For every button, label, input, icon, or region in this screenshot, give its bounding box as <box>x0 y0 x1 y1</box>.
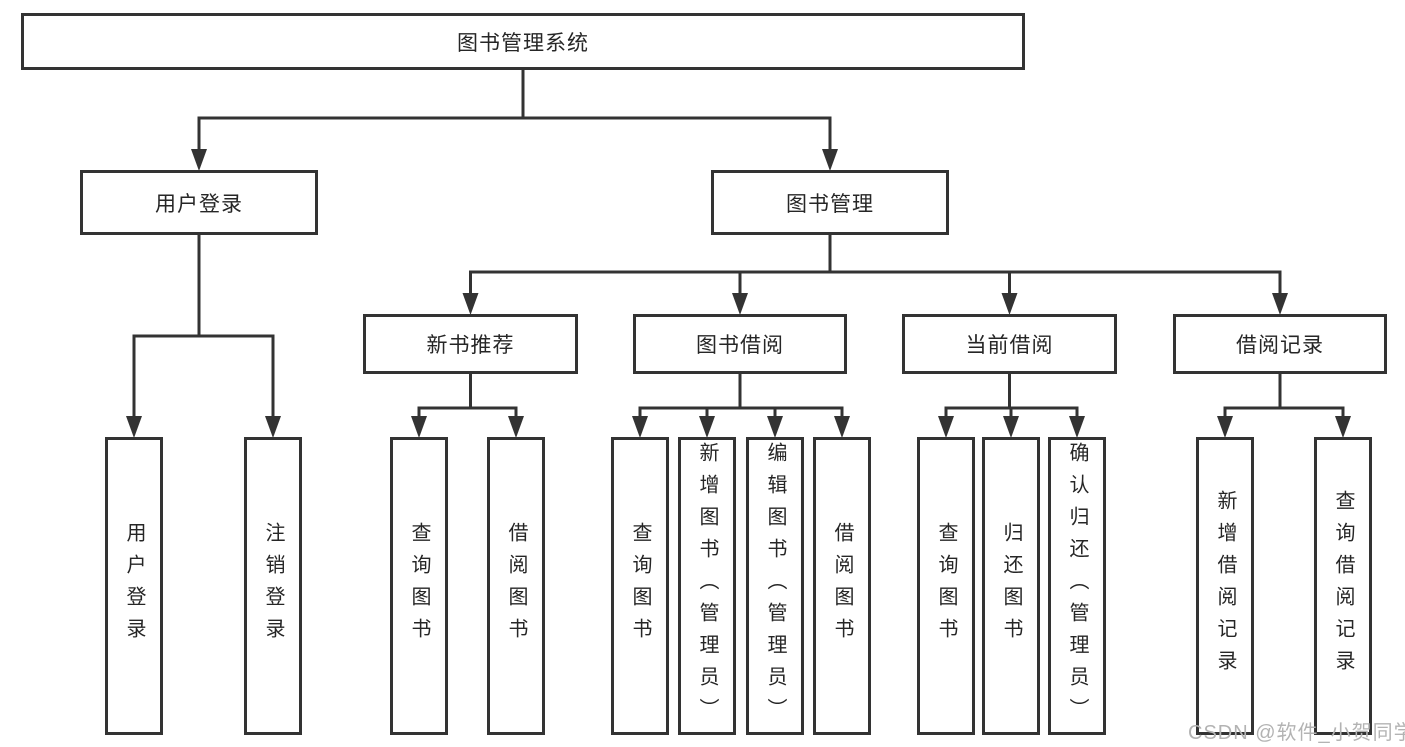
leaf-add-loan-record: 新增借阅记录 <box>1196 437 1254 735</box>
node-loan-records: 借阅记录 <box>1173 314 1387 374</box>
connector-currentloans-to-leaves <box>938 374 1085 438</box>
leaf-confirm-return-admin: 确认归还（管理员） <box>1048 437 1106 735</box>
connector-loanrecords-to-leaves <box>1217 374 1351 438</box>
node-book-borrowing: 图书借阅 <box>633 314 847 374</box>
leaf-query-books-recommend: 查询图书 <box>390 437 448 735</box>
leaf-add-books-admin: 新增图书（管理员） <box>678 437 736 735</box>
leaf-logout: 注销登录 <box>244 437 302 735</box>
connector-userlogin-to-leaves <box>126 235 281 438</box>
leaf-user-login: 用户登录 <box>105 437 163 735</box>
watermark: CSDN @软件_小贺同学 <box>1188 722 1405 744</box>
node-library-management-system: 图书管理系统 <box>21 13 1025 70</box>
leaf-query-books-borrowing: 查询图书 <box>611 437 669 735</box>
leaf-query-books-current: 查询图书 <box>917 437 975 735</box>
connector-newbooks-to-leaves <box>411 374 524 438</box>
leaf-query-loan-record: 查询借阅记录 <box>1314 437 1372 735</box>
node-book-management: 图书管理 <box>711 170 949 235</box>
leaf-edit-books-admin: 编辑图书（管理员） <box>746 437 804 735</box>
leaf-borrow-books-borrowing: 借阅图书 <box>813 437 871 735</box>
node-user-login: 用户登录 <box>80 170 318 235</box>
node-current-loans: 当前借阅 <box>902 314 1117 374</box>
leaf-return-books: 归还图书 <box>982 437 1040 735</box>
node-new-book-recommendation: 新书推荐 <box>363 314 578 374</box>
connector-bookmgmt-to-level3 <box>462 235 1288 315</box>
connector-borrowing-to-leaves <box>632 374 850 438</box>
leaf-borrow-books-recommend: 借阅图书 <box>487 437 545 735</box>
connector-root-to-level2 <box>191 70 838 171</box>
